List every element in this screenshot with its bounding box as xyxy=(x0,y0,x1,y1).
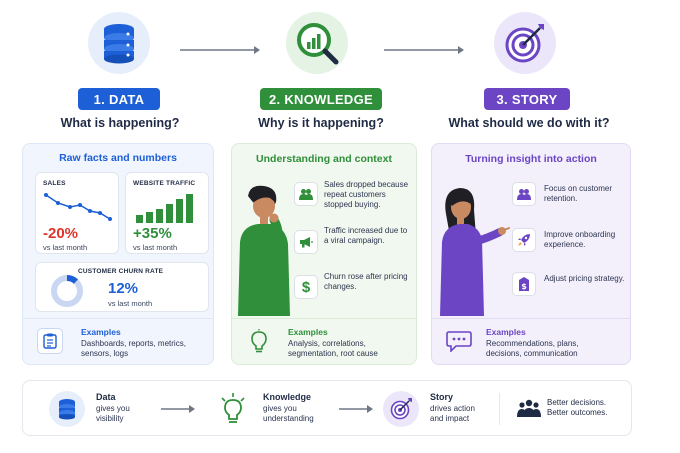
story-examples-divider xyxy=(432,318,630,319)
stage-pill-knowledge: 2. KNOWLEDGE xyxy=(260,88,382,110)
sales-label: SALES xyxy=(43,180,66,187)
sales-value: -20% xyxy=(43,225,79,242)
sales-card: SALES -20% vs last month xyxy=(35,172,119,254)
knowledge-item-1: Sales dropped because repeat customers s… xyxy=(324,180,409,209)
target-icon-small xyxy=(390,398,412,420)
story-examples-title: Examples xyxy=(486,327,526,337)
summary-arrow-2 xyxy=(339,405,373,413)
summary-knowledge-title: Knowledge xyxy=(263,392,312,402)
arrow-1 xyxy=(180,41,260,54)
churn-sub: vs last month xyxy=(108,299,153,308)
knowledge-examples-divider xyxy=(232,318,416,319)
summary-knowledge-icon xyxy=(215,391,251,427)
knowledge-examples-title: Examples xyxy=(288,327,328,337)
target-circle xyxy=(494,12,556,74)
chat-bubble-icon xyxy=(446,330,472,353)
database-icon-small xyxy=(59,399,75,420)
traffic-value: +35% xyxy=(133,225,172,242)
knowledge-examples-text: Analysis, correlations, segmentation, ro… xyxy=(288,339,378,358)
knowledge-panel: Understanding and context Sales dropped … xyxy=(231,143,417,365)
summary-data-circle xyxy=(49,391,85,427)
data-examples-divider xyxy=(23,318,213,319)
traffic-bar-chart xyxy=(136,194,193,223)
question-story: What should we do with it? xyxy=(448,116,610,130)
story-examples-text: Recommendations, plans, decisions, commu… xyxy=(486,339,579,358)
magnifier-circle xyxy=(286,12,348,74)
summary-knowledge-sub: gives you understanding xyxy=(263,404,314,423)
megaphone-icon xyxy=(294,230,318,254)
price-tag-icon: $ xyxy=(512,272,536,296)
story-panel: Turning insight into action Focus on cus… xyxy=(431,143,631,365)
knowledge-item-3: Churn rose after pricing changes. xyxy=(324,272,408,291)
svg-text:$: $ xyxy=(521,282,527,291)
churn-value: 12% xyxy=(108,280,139,297)
data-panel: Raw facts and numbers SALES -20% vs last… xyxy=(22,143,214,365)
story-item-3: Adjust pricing strategy. xyxy=(544,274,625,283)
story-item-1: Focus on customer retention. xyxy=(544,184,613,203)
arrow-2 xyxy=(384,41,464,54)
data-examples-text: Dashboards, reports, metrics, sensors, l… xyxy=(81,339,186,358)
summary-story-title: Story xyxy=(430,392,454,402)
rocket-icon xyxy=(512,228,536,252)
database-icon xyxy=(104,24,134,64)
data-examples-title: Examples xyxy=(81,327,121,337)
people-icon xyxy=(294,182,318,206)
presenting-person-illustration xyxy=(440,188,510,316)
churn-label: CUSTOMER CHURN RATE xyxy=(78,268,164,275)
customer-icon xyxy=(512,182,536,206)
sales-line-chart xyxy=(44,193,112,221)
data-panel-title: Raw facts and numbers xyxy=(59,152,177,164)
story-item-2: Improve onboarding experience. xyxy=(544,230,616,249)
story-panel-title: Turning insight into action xyxy=(465,153,597,165)
lightbulb-icon xyxy=(246,328,272,354)
stage-pill-story: 3. STORY xyxy=(484,88,570,110)
summary-data-sub: gives you visibility xyxy=(96,404,130,423)
magnifier-chart-icon xyxy=(297,23,339,65)
traffic-label: WEBSITE TRAFFIC xyxy=(133,180,196,187)
traffic-sub: vs last month xyxy=(133,243,178,252)
summary-divider xyxy=(499,393,500,425)
summary-data-title: Data xyxy=(96,392,116,402)
summary-story-sub: drives action and impact xyxy=(430,404,475,423)
summary-bar: Data gives you visibility Knowledge give… xyxy=(22,380,632,436)
thinking-person-illustration xyxy=(238,185,290,316)
target-icon xyxy=(505,24,544,63)
summary-outcome: Better decisions. Better outcomes. xyxy=(547,398,608,417)
summary-story-circle xyxy=(383,391,419,427)
team-icon xyxy=(517,399,541,417)
clipboard-icon xyxy=(37,328,63,354)
lightbulb-icon-small xyxy=(221,393,245,423)
question-data: What is happening? xyxy=(60,116,180,130)
sales-sub: vs last month xyxy=(43,243,88,252)
dollar-icon: $ xyxy=(294,275,318,299)
knowledge-item-2: Traffic increased due to a viral campaig… xyxy=(324,226,408,245)
traffic-card: WEBSITE TRAFFIC +35% vs last month xyxy=(125,172,209,254)
churn-card: CUSTOMER CHURN RATE 12% vs last month xyxy=(35,262,209,312)
churn-donut-chart xyxy=(51,275,83,307)
stage-pill-data: 1. DATA xyxy=(78,88,160,110)
question-knowledge: Why is it happening? xyxy=(258,116,384,130)
knowledge-panel-title: Understanding and context xyxy=(256,153,392,165)
summary-arrow-1 xyxy=(161,405,195,413)
database-circle xyxy=(88,12,150,74)
